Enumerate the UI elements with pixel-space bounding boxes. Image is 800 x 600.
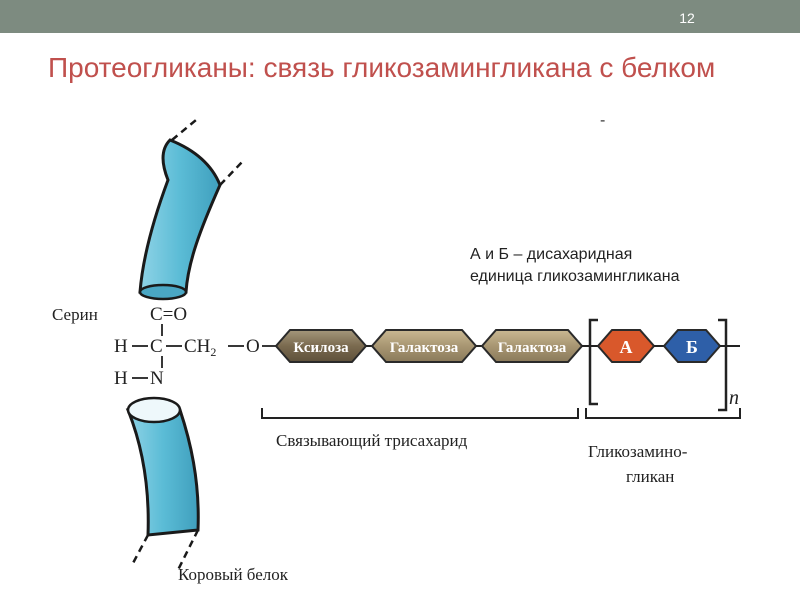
xylose-unit: Ксилоза [274, 329, 368, 363]
alpha-carbon: C [150, 336, 163, 357]
trisaccharide-label: Связывающий трисахарид [276, 431, 468, 450]
stray-dash: - [600, 112, 606, 129]
unit-b: Б [662, 329, 722, 363]
slide-title: Протеогликаны: связь гликозамингликана с… [48, 52, 716, 83]
trisaccharide-brace [261, 408, 579, 419]
slide-number: 12 [679, 10, 695, 26]
galactose-label-1: Галактоза [390, 340, 459, 356]
oxygen-atom: O [246, 336, 260, 357]
disaccharide-note: А и Б – дисахаридная единица гликозаминг… [470, 244, 790, 288]
top-bar: 12 [0, 0, 800, 33]
serine-label: Серин [52, 305, 98, 324]
xylose-label: Ксилоза [293, 340, 349, 356]
galactose-unit-2: Галактоза [480, 329, 584, 363]
unit-b-label: Б [686, 337, 698, 357]
h-atom-1: H [114, 336, 128, 357]
carbonyl-group: C=O [150, 304, 187, 325]
unit-a-label: А [620, 337, 633, 357]
serine-structure: Серин C=O H C CH2 O H N [52, 304, 276, 389]
core-protein-upper [138, 119, 245, 301]
core-protein-lower [125, 396, 200, 571]
repeat-bracket-right [718, 318, 728, 412]
galactose-unit-1: Галактоза [370, 329, 478, 363]
ch2-group: CH2 [184, 336, 216, 359]
note-line-2: единица гликозамингликана [470, 268, 680, 285]
nitrogen-atom: N [150, 368, 164, 389]
repeat-count-n: n [729, 387, 739, 409]
core-protein-label: Коровый белок [178, 565, 289, 584]
note-line-1: А и Б – дисахаридная [470, 246, 633, 263]
gag-label-line1: Гликозамино- [588, 442, 688, 461]
gag-brace [585, 408, 741, 419]
gag-label-line2: гликан [626, 467, 674, 486]
unit-a: А [596, 329, 656, 363]
h-atom-2: H [114, 368, 128, 389]
galactose-label-2: Галактоза [498, 340, 567, 356]
repeat-bracket-left [588, 318, 598, 406]
